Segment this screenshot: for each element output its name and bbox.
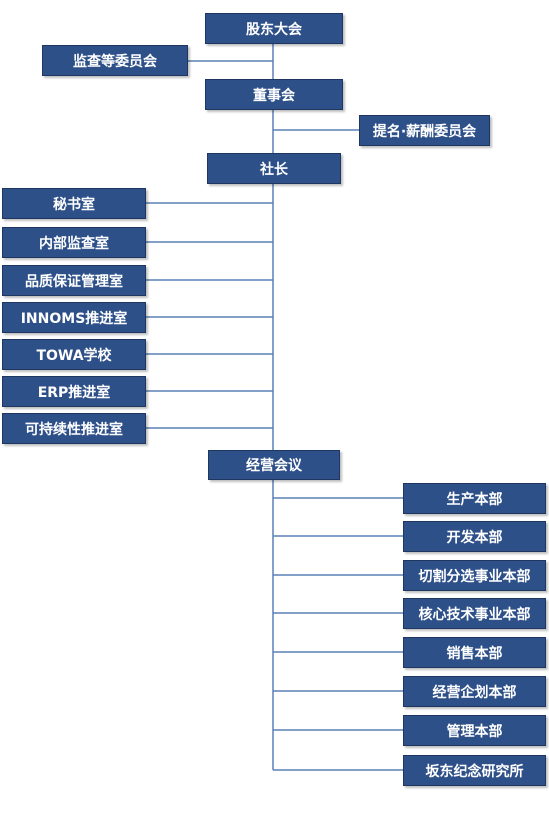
node-audit-committee: 监查等委员会	[42, 45, 188, 76]
node-management-meeting: 经营会议	[208, 450, 340, 480]
node-nomination-committee: 提名·薪酬委员会	[359, 115, 490, 146]
node-division-bando-institute: 坂东纪念研究所	[403, 755, 546, 786]
node-staff-towa-school: TOWA学校	[2, 339, 146, 370]
node-president: 社长	[207, 153, 341, 184]
node-board: 董事会	[205, 79, 343, 110]
node-staff-innoms: INNOMS推进室	[2, 302, 146, 333]
node-staff-secretary: 秘书室	[2, 188, 146, 219]
node-staff-erp: ERP推进室	[2, 376, 146, 407]
node-division-cutting-sorting: 切割分选事业本部	[403, 560, 546, 591]
node-division-sales: 销售本部	[403, 637, 546, 668]
node-division-administration: 管理本部	[403, 715, 546, 746]
node-staff-sustainability: 可持续性推进室	[2, 413, 146, 444]
node-division-development: 开发本部	[403, 521, 546, 552]
node-shareholders: 股东大会	[205, 13, 343, 44]
node-staff-quality-assurance: 品质保证管理室	[2, 265, 146, 296]
node-division-production: 生产本部	[403, 483, 546, 514]
node-division-core-technology: 核心技术事业本部	[403, 598, 546, 629]
node-division-planning: 经营企划本部	[403, 676, 546, 707]
node-staff-internal-audit: 内部监查室	[2, 227, 146, 258]
